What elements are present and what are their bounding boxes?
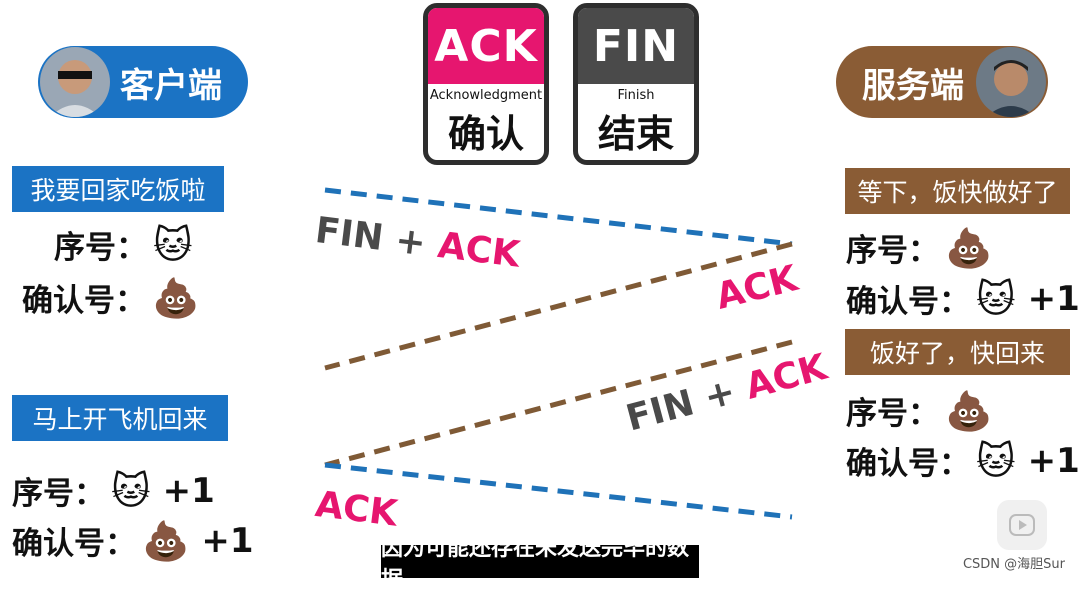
label-fin-ack-2: FIN + ACK <box>622 346 832 440</box>
client-message-1: 我要回家吃饭啦 <box>12 166 224 212</box>
server-title: 服务端 <box>862 65 964 106</box>
fin-card-english: Finish <box>617 88 655 103</box>
label-ack-1: ACK <box>712 258 802 318</box>
server-ack-row-1: 确认号： 🐱 +1 <box>846 276 1080 321</box>
client-seq-row-2: 序号： 🐱 +1 <box>12 468 215 513</box>
ack-increment: +1 <box>1027 440 1080 481</box>
seq-label: 序号： <box>846 233 939 269</box>
ack-number-label: 确认号： <box>22 283 146 319</box>
label-fin-ack-1: FIN + ACK <box>313 210 523 276</box>
ack-card-chinese: 确认 <box>447 112 524 156</box>
seq-label: 序号： <box>846 396 939 432</box>
seq-label: 序号： <box>54 230 147 266</box>
server-message-1: 等下，饭快做好了 <box>845 168 1070 214</box>
fin-card-title: FIN <box>578 8 694 84</box>
watermark: CSDN @海胆Sur <box>962 557 1065 572</box>
client-ack-row-1: 确认号： 💩 <box>22 275 199 320</box>
server-message-2: 饭好了，快回来 <box>845 329 1070 375</box>
client-ack-row-2: 确认号： 💩 +1 <box>12 518 253 563</box>
cat-icon: 🐱 <box>976 438 1016 483</box>
client-title: 客户端 <box>120 65 222 106</box>
poop-icon: 💩 <box>152 275 200 320</box>
ack-card: ACK Acknowledgment 确认 <box>423 3 549 165</box>
play-icon <box>1009 514 1035 536</box>
ack-increment: +1 <box>201 520 254 561</box>
play-button[interactable] <box>997 500 1047 550</box>
client-seq-row-1: 序号： 🐱 <box>54 222 193 267</box>
cat-icon: 🐱 <box>976 276 1016 321</box>
cat-icon: 🐱 <box>153 222 193 267</box>
ack-number-label: 确认号： <box>846 284 970 320</box>
ack-increment: +1 <box>1027 278 1080 319</box>
ack-number-label: 确认号： <box>12 526 136 562</box>
ack-number-label: 确认号： <box>846 446 970 482</box>
server-seq-row-1: 序号： 💩 <box>846 225 992 270</box>
poop-icon: 💩 <box>945 225 993 270</box>
client-message-2: 马上开飞机回来 <box>12 395 228 441</box>
poop-icon: 💩 <box>945 388 993 433</box>
ack-card-english: Acknowledgment <box>429 88 543 103</box>
server-ack-row-2: 确认号： 🐱 +1 <box>846 438 1080 483</box>
server-seq-row-2: 序号： 💩 <box>846 388 992 433</box>
label-ack-2: ACK <box>313 484 400 535</box>
fin-card: FIN Finish 结束 <box>573 3 699 165</box>
seq-label: 序号： <box>12 476 105 512</box>
client-badge: 客户端 <box>38 46 248 118</box>
seq-increment: +1 <box>162 470 215 511</box>
server-avatar <box>976 47 1046 117</box>
video-subtitle: 因为可能还存在未发送完毕的数据 <box>381 536 699 593</box>
cat-icon: 🐱 <box>111 468 151 513</box>
client-avatar <box>40 47 110 117</box>
fin-card-chinese: 结束 <box>597 112 674 156</box>
server-badge: 服务端 <box>836 46 1048 118</box>
ack-card-title: ACK <box>428 8 544 84</box>
poop-icon: 💩 <box>142 518 190 563</box>
